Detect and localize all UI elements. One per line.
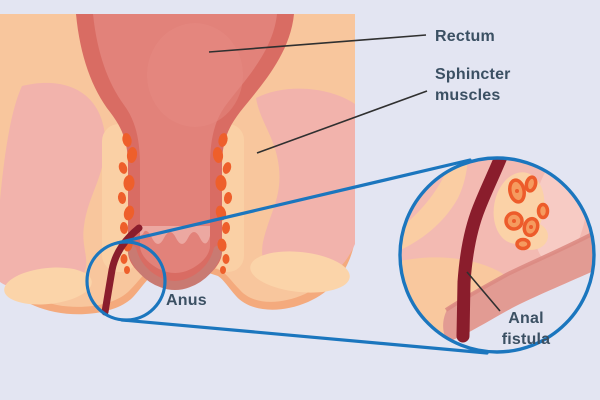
magnified-inset (400, 158, 594, 352)
sphincter-muscles-label: Sphincter muscles (435, 66, 511, 104)
anal-columns (140, 226, 210, 244)
fat-tissue-right (256, 88, 355, 285)
magnifier-source-circle (85, 240, 167, 322)
rectum-label: Rectum (435, 28, 495, 45)
inset-sphincter-bundles (504, 175, 550, 251)
inset-canal-wall-band (443, 230, 594, 342)
skin-highlight-left (4, 267, 92, 305)
magnifier-lens-circle (398, 156, 596, 354)
magnifier-cone-lower (120, 318, 489, 355)
fat-tissue-left (0, 82, 106, 292)
inset-fistula-tract (456, 158, 510, 343)
anal-fistula-label: Anal fistula (501, 310, 551, 348)
rectum-leader-line (208, 34, 427, 53)
inset-peach-band (400, 158, 468, 252)
rectum-lumen-highlight (147, 23, 243, 127)
sphincter-leader-line (256, 90, 428, 154)
sphincter-bundles-left (117, 133, 138, 274)
magnifier-cone-upper (115, 158, 472, 245)
anus-label: Anus (166, 292, 207, 309)
sphincter-bundles-right (212, 133, 233, 274)
skin-highlight-right (250, 251, 350, 293)
anatomy-cross-section (0, 14, 355, 316)
anal-verge-rim (127, 245, 223, 290)
anal-fistula-leader-line (466, 271, 501, 312)
leader-lines (208, 34, 428, 154)
